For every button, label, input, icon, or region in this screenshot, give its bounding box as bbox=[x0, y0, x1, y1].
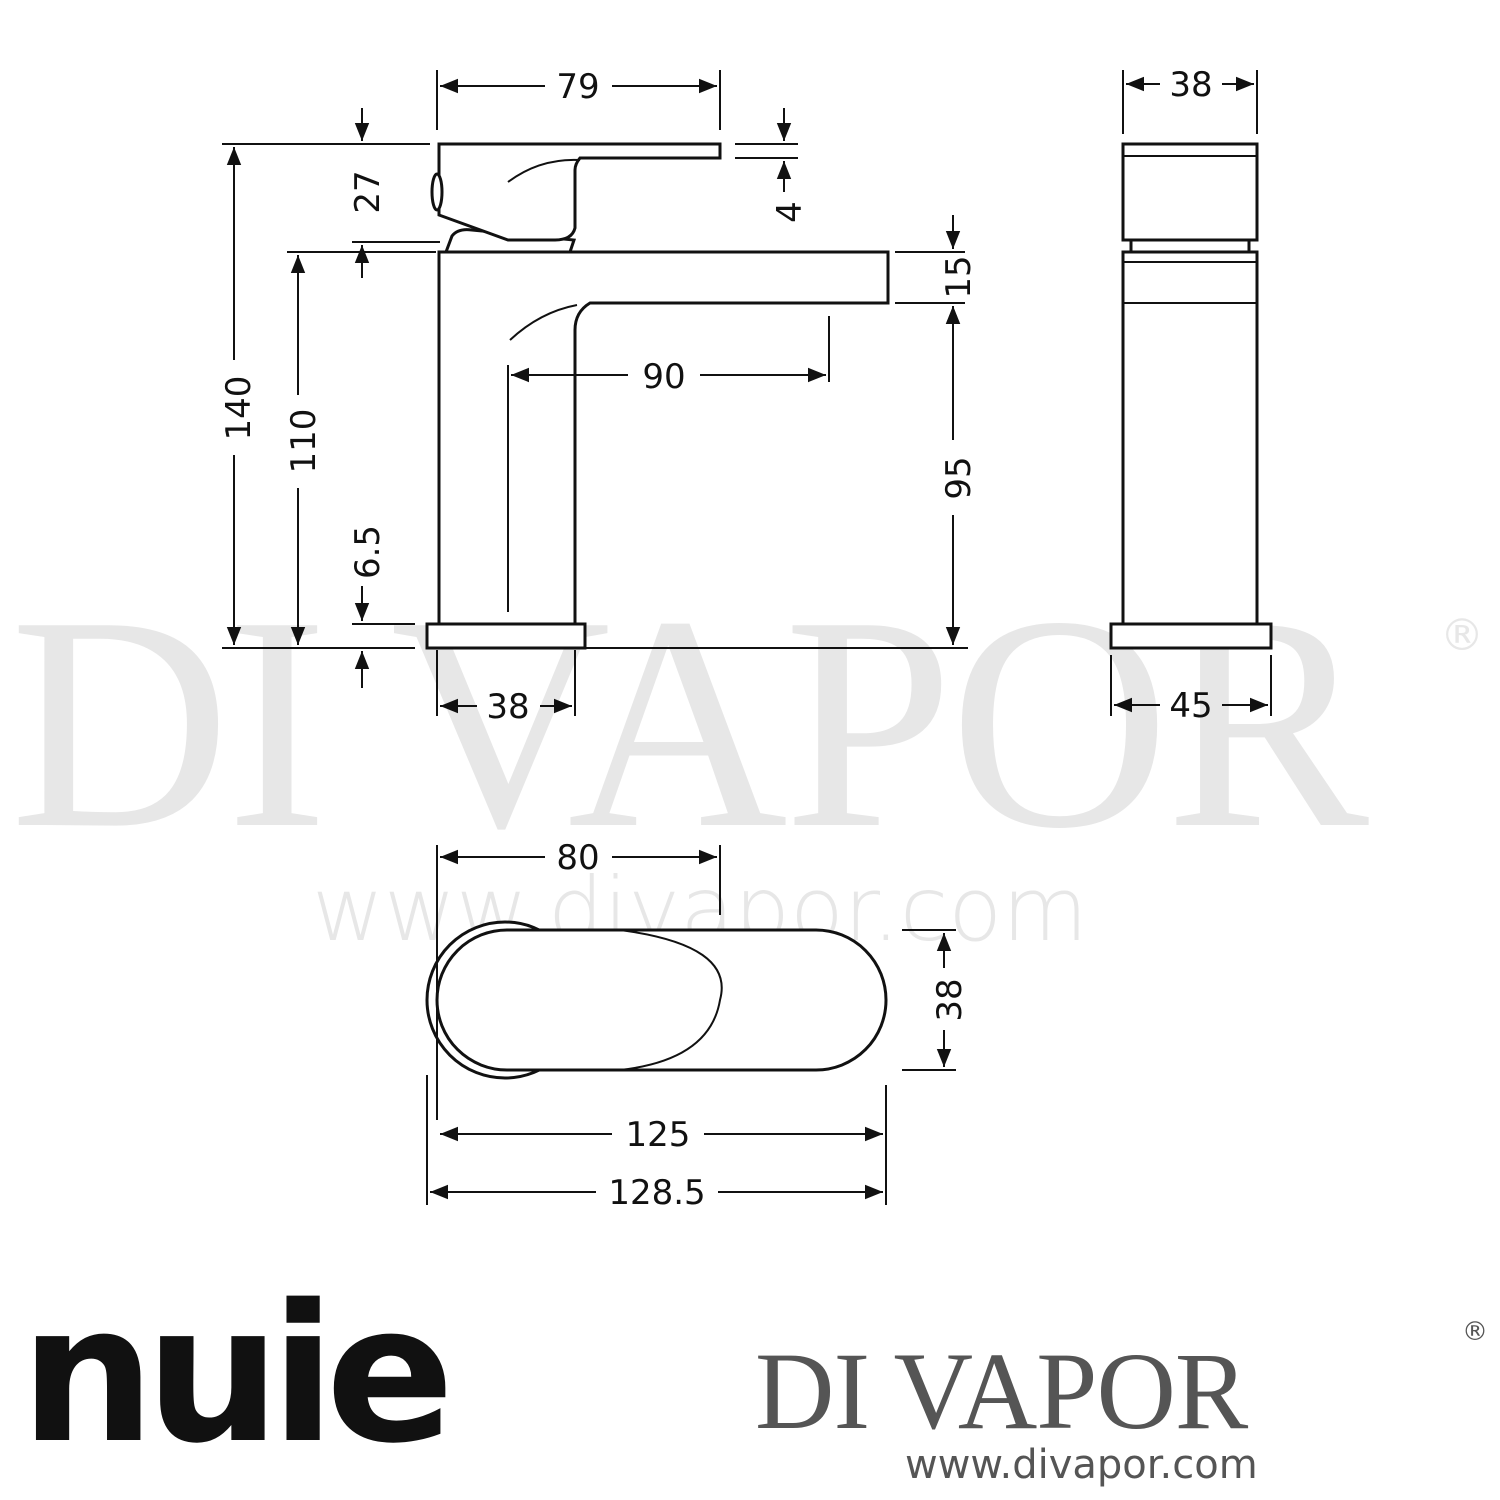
plan-handle-outline bbox=[619, 929, 723, 1071]
side-lever-handle bbox=[437, 142, 722, 242]
front-body bbox=[1121, 250, 1259, 626]
dim-spout-thickness: 15 bbox=[939, 255, 979, 298]
dim-base-thickness: 6.5 bbox=[348, 525, 388, 579]
side-view bbox=[425, 142, 890, 650]
front-lever bbox=[1121, 142, 1259, 242]
dimension-lines bbox=[222, 70, 1272, 1205]
dimension-labels: 79 27 4 140 110 6.5 15 95 90 38 38 45 80… bbox=[219, 65, 1213, 1213]
dim-spout-reach: 90 bbox=[642, 357, 685, 397]
dim-side-handle-width: 79 bbox=[556, 67, 599, 107]
dim-lever-tip: 4 bbox=[770, 201, 810, 223]
side-lever-knob bbox=[430, 172, 444, 212]
divapor-registered: ® bbox=[1462, 1317, 1488, 1347]
plan-spout bbox=[435, 928, 888, 1072]
branding: nuie DI VAPOR ® www.divapor.com bbox=[20, 1264, 1488, 1488]
dim-plan-length: 125 bbox=[626, 1115, 691, 1155]
dim-plan-overall-length: 128.5 bbox=[608, 1173, 705, 1213]
dim-plan-handle-length: 80 bbox=[556, 838, 599, 878]
front-lever-connector bbox=[1129, 238, 1251, 254]
side-body-spout bbox=[437, 250, 890, 626]
front-view bbox=[1109, 142, 1273, 650]
dim-spout-top-height: 110 bbox=[284, 409, 324, 474]
dim-base-depth: 38 bbox=[486, 687, 529, 727]
dim-front-top-width: 38 bbox=[1169, 65, 1212, 105]
watermark: DI VAPOR ® www.divapor.com bbox=[10, 553, 1484, 961]
divapor-logo: DI VAPOR bbox=[755, 1330, 1249, 1452]
nuie-logo: nuie bbox=[20, 1264, 446, 1485]
front-base-plate bbox=[1109, 622, 1273, 650]
side-spout-curve bbox=[509, 304, 578, 341]
divapor-url: www.divapor.com bbox=[905, 1442, 1258, 1488]
dim-plan-width: 38 bbox=[930, 978, 970, 1021]
side-lever-curve bbox=[507, 158, 581, 183]
side-base-plate bbox=[425, 622, 587, 650]
dim-lever-height: 27 bbox=[348, 170, 388, 213]
dim-spout-outlet-height: 95 bbox=[939, 456, 979, 499]
dim-overall-height: 140 bbox=[219, 376, 259, 441]
dim-front-base-width: 45 bbox=[1169, 686, 1212, 726]
watermark-registered: ® bbox=[1440, 610, 1484, 661]
plan-view bbox=[425, 920, 888, 1080]
